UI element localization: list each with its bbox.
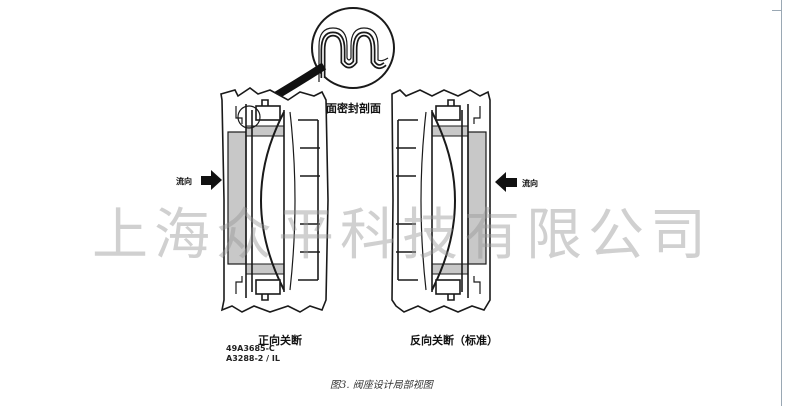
- right-valve: [391, 89, 491, 313]
- right-valve-title: 反向关断（标准）: [410, 334, 498, 347]
- detail-callout-circle: [311, 7, 395, 89]
- page-edge-tick: [772, 10, 782, 11]
- arrow-right-icon: [201, 170, 222, 190]
- callout-label: 面密封剖面: [326, 102, 381, 115]
- page-edge-line: [781, 0, 782, 406]
- arrow-left-icon: [495, 172, 517, 192]
- figure-caption: 图3. 阀座设计局部视图: [330, 380, 433, 391]
- watermark-text: 上海众平科技有限公司: [92, 203, 712, 268]
- flow-label-left: 流向: [176, 177, 192, 186]
- left-valve: [220, 87, 329, 313]
- drawing-code-1: 49A3685-C: [226, 344, 275, 353]
- flow-label-right: 流向: [522, 179, 538, 188]
- left-valve-title: 正向关断: [258, 334, 302, 347]
- drawing-code-2: A3288-2 / IL: [226, 354, 280, 363]
